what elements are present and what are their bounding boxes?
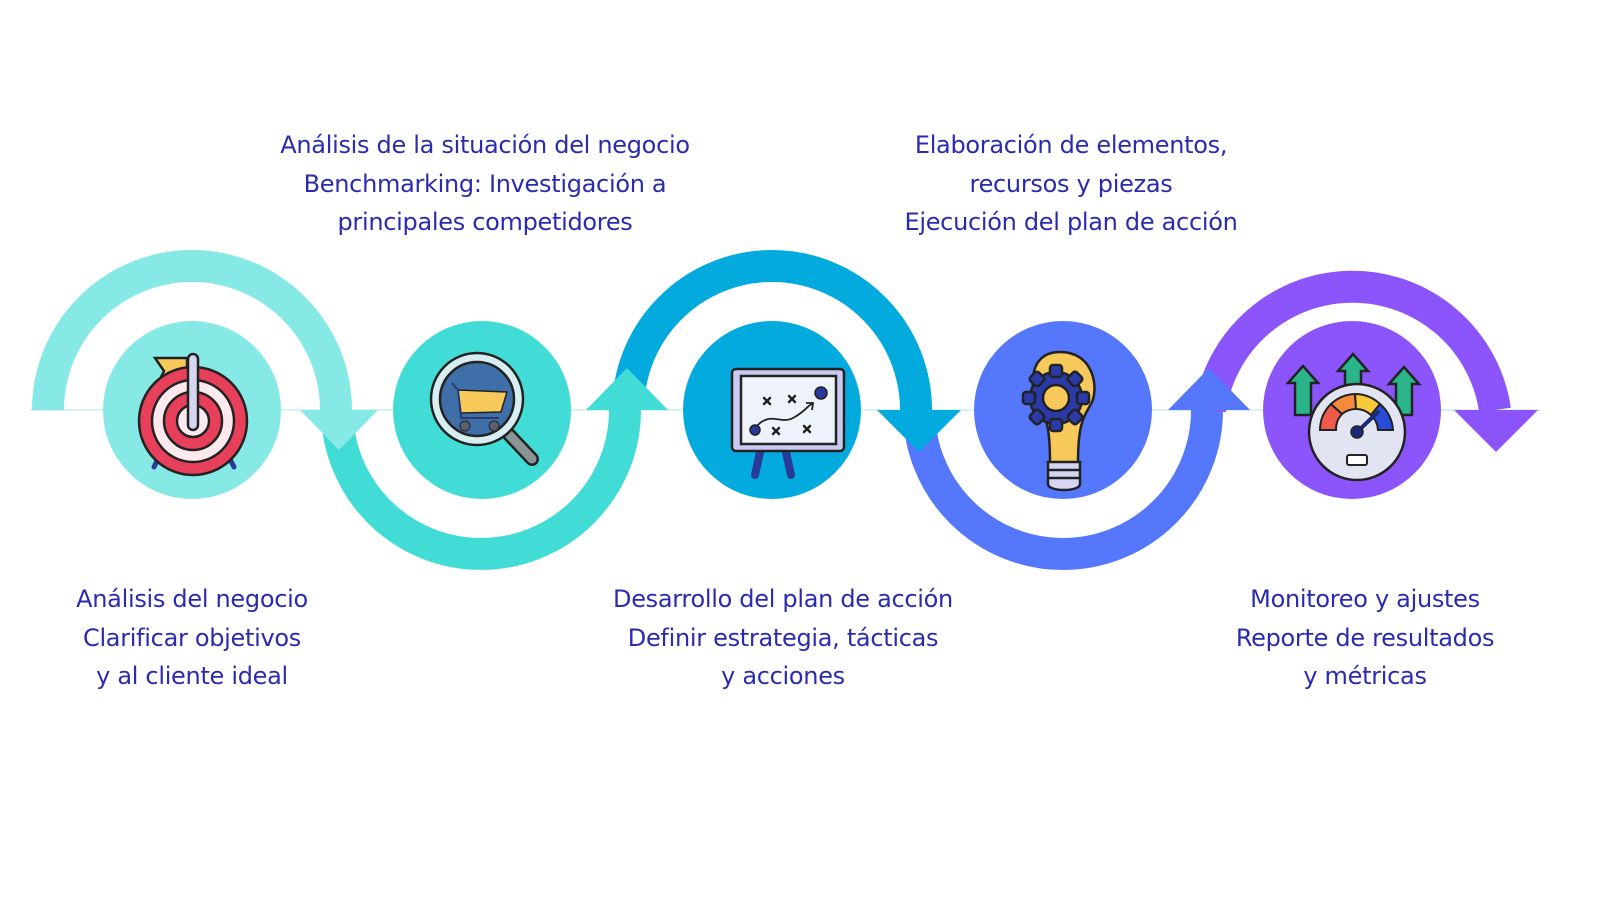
flow-arc-step-3	[612, 250, 932, 411]
step-3-line-2: Definir estrategia, tácticas	[627, 623, 939, 652]
lightbulb-gear-icon	[1021, 350, 1096, 492]
arrowhead-up-step-4	[1168, 368, 1250, 410]
step-4-line-2: recursos y piezas	[969, 169, 1173, 198]
step-3-line-3: y acciones	[721, 662, 845, 690]
step-3-label: Desarrollo del plan de acción Definir es…	[583, 580, 983, 696]
step-5-line-1: Monitoreo y ajustes	[1250, 585, 1480, 613]
step-2-line-3: principales competidores	[337, 208, 633, 236]
step-4-label: Elaboración de elementos, recursos y pie…	[871, 126, 1271, 242]
step-4-line-1: Elaboración de elementos,	[914, 131, 1228, 159]
target-icon	[137, 352, 249, 477]
step-2-label: Análisis de la situación del negocio Ben…	[245, 126, 725, 242]
flow-arc-step-2	[321, 409, 641, 570]
flow-arc-step-1	[32, 250, 352, 411]
arrowhead-up-step-2	[586, 368, 668, 410]
arrowhead-down-step-3	[877, 410, 961, 452]
step-5-label: Monitoreo y ajustes Reporte de resultado…	[1205, 580, 1525, 696]
step-5-line-3: y métricas	[1303, 662, 1427, 690]
magnifier-cart-icon	[429, 351, 539, 466]
arrowhead-down-step-1	[300, 410, 378, 450]
step-2-line-2: Benchmarking: Investigación a	[303, 169, 667, 198]
step-1-line-2: Clarificar objetivos	[82, 623, 301, 652]
step-2-line-1: Análisis de la situación del negocio	[280, 131, 690, 159]
step-4-line-3: Ejecución del plan de acción	[904, 208, 1238, 236]
flow-arc-step-4	[903, 409, 1223, 570]
strategy-board-icon	[730, 367, 846, 479]
arrowhead-down-step-5	[1454, 410, 1538, 452]
step-3-line-1: Desarrollo del plan de acción	[613, 585, 953, 613]
speedometer-arrows-icon	[1285, 352, 1422, 482]
step-5-line-2: Reporte de resultados	[1235, 623, 1495, 652]
step-1-label: Análisis del negocio Clarificar objetivo…	[42, 580, 342, 696]
step-1-line-1: Análisis del negocio	[76, 585, 308, 613]
step-1-line-3: y al cliente ideal	[96, 662, 288, 690]
flow-arc-step-5	[1194, 270, 1511, 413]
